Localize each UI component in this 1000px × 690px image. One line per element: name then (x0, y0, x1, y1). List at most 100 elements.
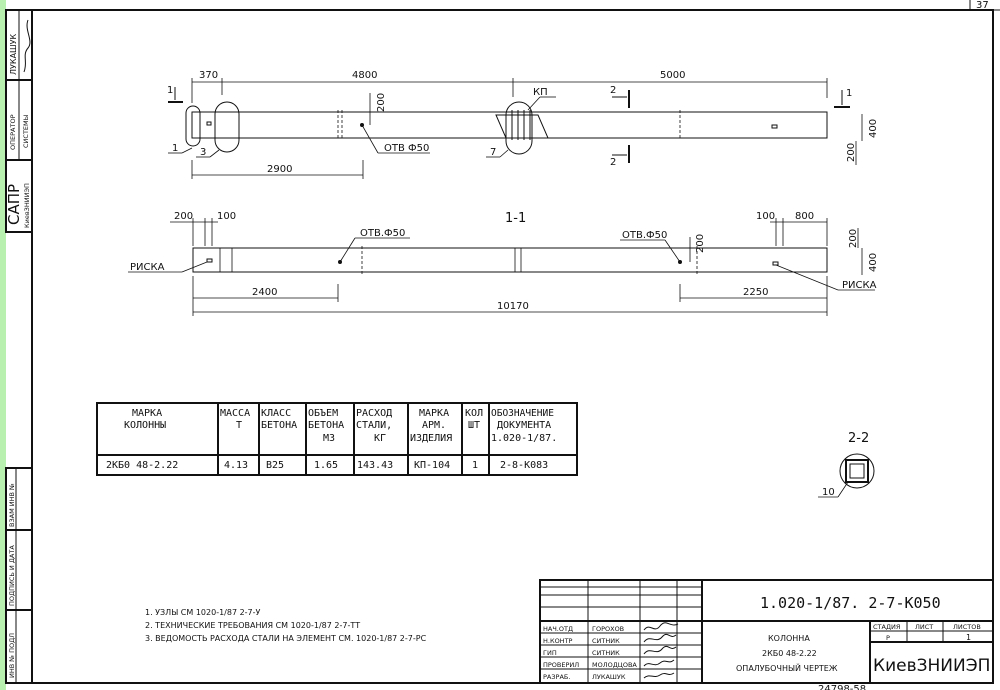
cell-kol: 1 (472, 460, 478, 471)
cell-oboznachenie: 2-8-К083 (500, 460, 548, 471)
name-sitnik-2: СИТНИК (592, 649, 620, 657)
name-gorokhov: ГОРОХОВ (592, 625, 624, 633)
cell-massa: 4.13 (224, 460, 248, 471)
stamp-podpis: ПОДПИСЬ И ДАТА (8, 545, 16, 606)
dim-200-vertical: 200 (695, 234, 706, 253)
cell-klass: B25 (266, 460, 284, 471)
cell-marka: 2КБ0 48-2.22 (106, 460, 178, 471)
th-sht: ШТ (468, 420, 480, 431)
section-1-1-title: 1-1 (505, 211, 526, 226)
label-stage: СТАДИЯ (873, 623, 900, 631)
callout-1: 1 (172, 143, 178, 154)
section-marker-2-top: 2 (610, 85, 616, 96)
th-klass: КЛАСС (261, 408, 291, 419)
callout-7: 7 (490, 147, 496, 158)
hole-right-label: ОТВ.Ф50 (622, 230, 667, 241)
org-name: КиевЗНИИЭП (873, 656, 990, 676)
dim-400-right: 400 (868, 253, 879, 272)
dim-200: 200 (376, 93, 387, 112)
riska-right: РИСКА (842, 280, 877, 291)
hole-label: ОТВ Ф50 (384, 143, 429, 154)
cell-obem: 1.65 (314, 460, 338, 471)
section-2-2: 2-2 10 (818, 431, 875, 498)
dim-100: 100 (217, 211, 236, 222)
section-marker-1-right: 1 (846, 88, 852, 99)
dim-5000: 5000 (660, 70, 685, 81)
section-marker-2-bottom: 2 (610, 157, 616, 168)
th-dokumenta: ДОКУМЕНТА (497, 420, 551, 431)
name-molodtsova: МОЛОДЦОВА (592, 661, 637, 669)
name-sitnik-1: СИТНИК (592, 637, 620, 645)
th-stali: СТАЛИ, (356, 420, 392, 431)
stamp-sapr: САПР (5, 184, 23, 225)
sheet-corner-number: 37 (976, 0, 989, 11)
stamp-signature (23, 19, 31, 73)
th-marka: МАРКА (132, 408, 162, 419)
dim-370: 370 (199, 70, 218, 81)
node-callout-1-shape (185, 105, 201, 147)
th-izdeliya: ИЗДЕЛИЯ (410, 433, 452, 444)
stamp-inv: ИНВ № ПОДЛ (8, 633, 16, 678)
callout-10: 10 (822, 487, 835, 498)
title-kolonna: КОЛОННА (768, 634, 810, 643)
column-elevation (191, 111, 828, 139)
th-kol: КОЛ (465, 408, 483, 419)
doc-number: 1.020-1/87. 2-7-К050 (760, 594, 941, 612)
section-marker-1-left: 1 (167, 85, 173, 96)
sheet-corner-box (969, 0, 1000, 11)
riska-left: РИСКА (130, 262, 165, 273)
th-doc-number: 1.020-1/87. (491, 433, 557, 444)
drawing-frame (31, 9, 994, 684)
cell-rashod: 143.43 (357, 460, 393, 471)
th-betona2: БЕТОНА (308, 420, 344, 431)
section-2-2-title: 2-2 (848, 431, 869, 446)
left-stamp-bottom: ВЗАМ ИНВ № ПОДПИСЬ И ДАТА ИНВ № ПОДЛ (5, 467, 33, 684)
margin-strip (0, 0, 6, 690)
title-block: 1.020-1/87. 2-7-К050 НАЧ.ОТД ГОРОХОВ Н.К… (539, 579, 994, 684)
th-arm: АРМ. (422, 420, 446, 431)
role-razrab: РАЗРАБ. (543, 673, 570, 681)
th-rashod: РАСХОД (356, 408, 392, 419)
th-betona: БЕТОНА (261, 420, 297, 431)
th-massa: МАССА (220, 408, 250, 419)
stamp-vzam: ВЗАМ ИНВ № (8, 483, 16, 527)
value-sheets: 1 (966, 633, 971, 642)
section-1-1: 1-1 200 100 100 800 ОТВ.Ф50 ОТВ.Ф50 200 … (128, 211, 879, 316)
stamp-operator: ОПЕРАТОР (9, 114, 17, 150)
stamp-org: КиевЗНИИЭП (23, 183, 31, 228)
cell-marka-arm: КП-104 (414, 460, 450, 471)
left-stamp-top: ЛУКАШУК ОПЕРАТОР СИСТЕМЫ САПР КиевЗНИИЭП (5, 9, 33, 233)
dim-2900: 2900 (267, 164, 292, 175)
spec-table: МАРКА КОЛОННЫ МАССА Т КЛАСС БЕТОНА ОБЪЕМ… (96, 402, 578, 476)
dim-2400: 2400 (252, 287, 277, 298)
note-3: 3. ВЕДОМОСТЬ РАСХОДА СТАЛИ НА ЭЛЕМЕНТ СМ… (145, 634, 427, 643)
dim-400: 400 (868, 119, 879, 138)
kp-label: КП (533, 87, 548, 98)
elevation-view: 370 4800 5000 2900 1 3 ОТВ Ф50 200 КП 7 (167, 70, 879, 179)
value-stage: Р (886, 634, 890, 642)
dim-4800: 4800 (352, 70, 377, 81)
dim-100-right: 100 (756, 211, 775, 222)
note-2: 2. ТЕХНИЧЕСКИЕ ТРЕБОВАНИЯ СМ 1020-1/87 2… (145, 621, 360, 630)
role-nach-otd: НАЧ.ОТД (543, 625, 573, 633)
dim-10170: 10170 (497, 301, 529, 312)
th-obem: ОБЪЕМ (308, 408, 338, 419)
title-drawing-type: ОПАЛУБОЧНЫЙ ЧЕРТЕЖ (736, 662, 838, 673)
signatures (643, 622, 679, 679)
notes: 1. УЗЛЫ СМ 1020-1/87 2-7-У 2. ТЕХНИЧЕСКИ… (145, 608, 427, 643)
th-marka-arm: МАРКА (419, 408, 449, 419)
title-mark: 2КБ0 48-2.22 (762, 649, 817, 658)
th-kg: КГ (374, 433, 386, 444)
role-proveril: ПРОВЕРИЛ (543, 661, 579, 669)
label-sheets: ЛИСТОВ (953, 623, 981, 631)
label-sheet: ЛИСТ (915, 623, 933, 631)
role-n-kontr: Н.КОНТР (543, 637, 573, 645)
bottom-code: 24798-58 (818, 684, 866, 690)
hole-left-label: ОТВ.Ф50 (360, 228, 405, 239)
role-gip: ГИП (543, 649, 557, 657)
dim-200: 200 (174, 211, 193, 222)
th-m3: М3 (323, 433, 335, 444)
th-kolonny: КОЛОННЫ (124, 420, 166, 431)
column-section (192, 247, 828, 273)
